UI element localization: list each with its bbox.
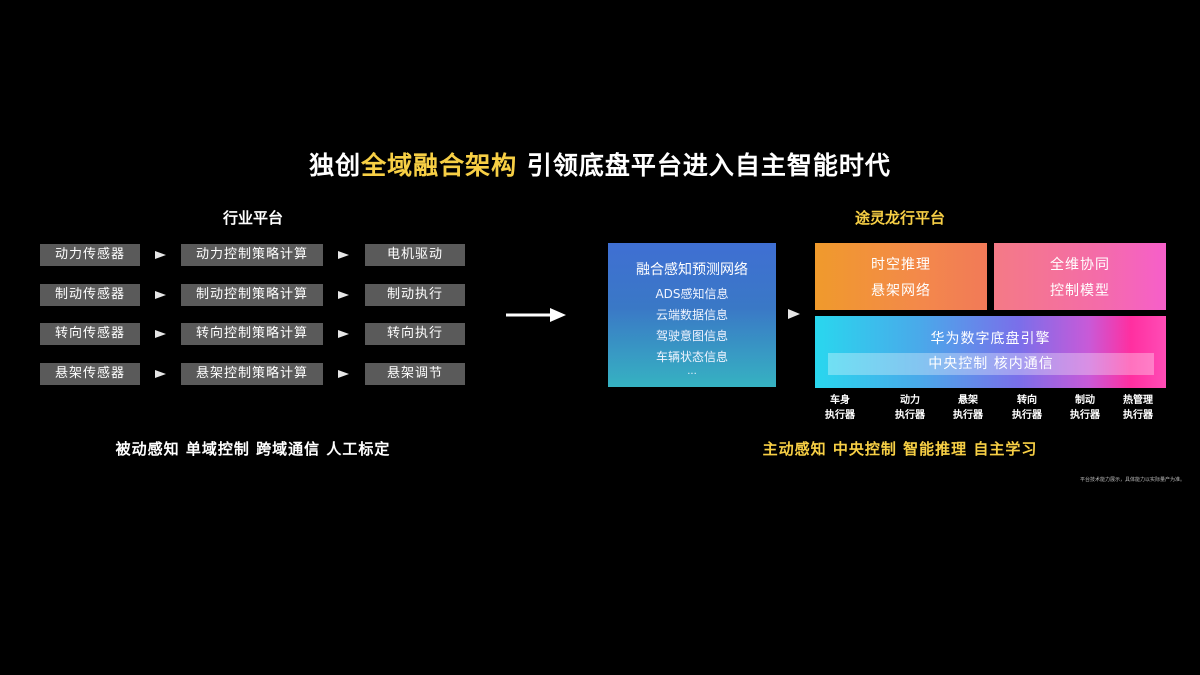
strategy-box: 制动控制策略计算 — [181, 284, 323, 306]
fusion-perception-panel: 融合感知预测网络 ADS感知信息 云端数据信息 驾驶意图信息 车辆状态信息 ..… — [608, 243, 776, 387]
actuator-box: 转向执行 — [365, 323, 465, 345]
industry-platform-title: 行业平台 — [222, 209, 283, 227]
flow-arrow-icon — [155, 291, 166, 299]
page-title: 独创全域融合架构 引领底盘平台进入自主智能时代 — [0, 146, 1200, 182]
actuator-line2: 执行器 — [1012, 410, 1042, 421]
flow-arrow-icon — [155, 330, 166, 338]
actuator-line2: 执行器 — [1070, 410, 1100, 421]
title-part1: 独创 — [309, 151, 362, 180]
right-arrow-icon — [506, 308, 566, 322]
engine-title: 华为数字底盘引擎 — [930, 331, 1051, 347]
flow-arrow-icon — [155, 370, 166, 378]
actuator-line2: 执行器 — [825, 410, 855, 421]
actuator-box: 制动执行 — [365, 284, 465, 306]
strategy-box: 转向控制策略计算 — [181, 323, 323, 345]
flow-arrow-icon — [338, 251, 349, 259]
tuling-platform-title: 途灵龙行平台 — [854, 209, 945, 227]
actuator-line1: 悬架 — [958, 395, 978, 406]
flow-arrow-icon — [338, 370, 349, 378]
allcoop-line2: 控制模型 — [1050, 283, 1110, 299]
central-control-bar: 中央控制 核内通信 — [828, 353, 1154, 375]
actuator-box: 电机驱动 — [365, 244, 465, 266]
actuator-line1: 动力 — [900, 395, 920, 406]
tuling-platform-caption: 主动感知 中央控制 智能推理 自主学习 — [762, 440, 1038, 458]
title-part2: 引领底盘平台进入自主智能时代 — [517, 151, 891, 180]
fusion-item-more: ... — [687, 366, 697, 377]
actuator-box: 悬架调节 — [365, 363, 465, 385]
footnote: 平台技术能力展示，具体能力以实际量产为准。 — [1080, 477, 1186, 483]
actuator-label: 悬架 执行器 — [933, 393, 1003, 423]
actuator-label: 车身 执行器 — [805, 393, 875, 423]
sensor-box: 制动传感器 — [40, 284, 140, 306]
fusion-item: 驾驶意图信息 — [655, 329, 728, 343]
fusion-item: ADS感知信息 — [655, 287, 729, 301]
actuator-label: 热管理 执行器 — [1103, 393, 1173, 423]
spacetime-line2: 悬架网络 — [871, 283, 931, 299]
actuator-line2: 执行器 — [1123, 410, 1153, 421]
flow-arrow-icon — [155, 251, 166, 259]
spacetime-line1: 时空推理 — [871, 257, 931, 273]
actuator-line1: 制动 — [1075, 395, 1095, 406]
fusion-item: 车辆状态信息 — [655, 350, 728, 364]
flow-arrow-icon — [338, 330, 349, 338]
actuator-label: 转向 执行器 — [992, 393, 1062, 423]
actuator-line2: 执行器 — [895, 410, 925, 421]
actuator-line2: 执行器 — [953, 410, 983, 421]
industry-platform-caption: 被动感知 单域控制 跨域通信 人工标定 — [115, 440, 391, 458]
spacetime-reasoning-box: 时空推理 悬架网络 — [815, 243, 987, 310]
actuator-line1: 车身 — [830, 395, 850, 406]
sensor-box: 转向传感器 — [40, 323, 140, 345]
allcoop-line1: 全维协同 — [1050, 257, 1110, 273]
sensor-box: 动力传感器 — [40, 244, 140, 266]
flow-arrow-icon — [338, 291, 349, 299]
fusion-perception-title: 融合感知预测网络 — [636, 262, 748, 278]
strategy-box: 悬架控制策略计算 — [181, 363, 323, 385]
actuator-label: 制动 执行器 — [1050, 393, 1120, 423]
actuator-line1: 转向 — [1017, 395, 1037, 406]
title-highlight: 全域融合架构 — [361, 151, 518, 180]
sensor-box: 悬架传感器 — [40, 363, 140, 385]
actuator-line1: 热管理 — [1123, 395, 1153, 406]
digital-chassis-engine-panel: 华为数字底盘引擎 中央控制 核内通信 — [815, 316, 1166, 388]
flow-arrow-icon — [788, 309, 800, 319]
actuator-label: 动力 执行器 — [875, 393, 945, 423]
fusion-item: 云端数据信息 — [655, 308, 728, 322]
all-dimension-coop-box: 全维协同 控制模型 — [994, 243, 1166, 310]
strategy-box: 动力控制策略计算 — [181, 244, 323, 266]
